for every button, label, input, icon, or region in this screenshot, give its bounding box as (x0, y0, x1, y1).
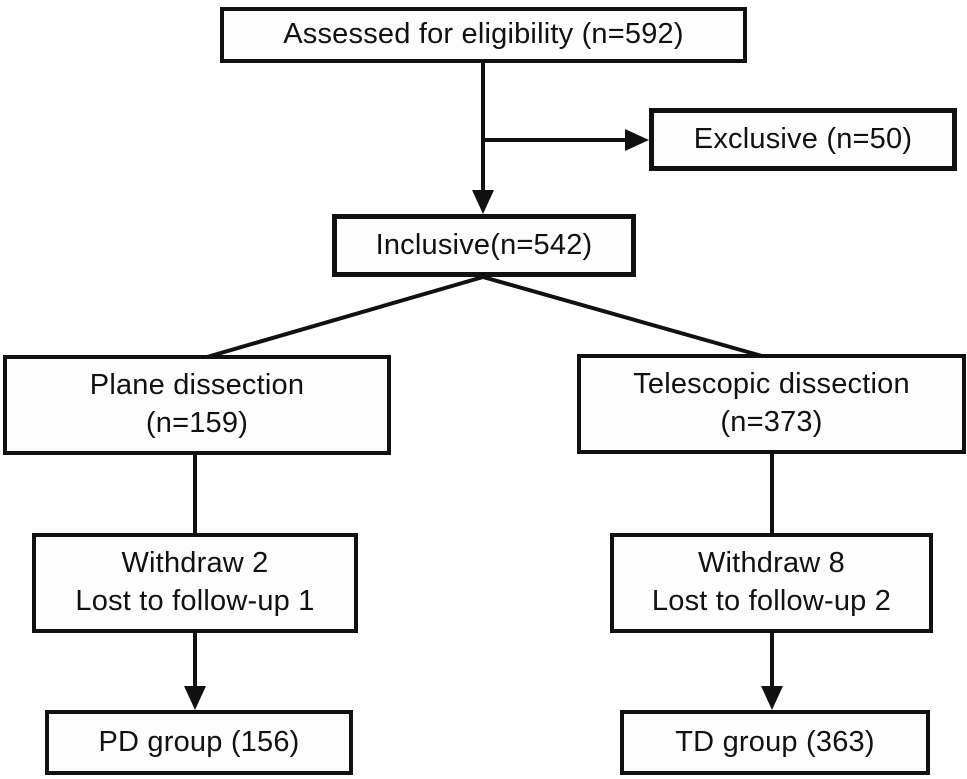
box-plane-dissection: Plane dissection (n=159) (3, 355, 391, 455)
box-assessed-for-eligibility: Assessed for eligibility (n=592) (220, 7, 747, 63)
box-withdraw-left-line2: Lost to follow-up 1 (75, 585, 315, 617)
box-withdraw-left-line1: Withdraw 2 (121, 547, 269, 580)
arrowhead-into-exclusive (625, 129, 649, 151)
box-telescopic-dissection: Telescopic dissection (n=373) (577, 354, 966, 454)
box-td-group: TD group (363) (620, 710, 930, 775)
box-withdraw-right-line1: Withdraw 8 (697, 547, 846, 580)
box-td-group-label: TD group (363) (675, 725, 875, 758)
box-telescopic-dissection-line1: Telescopic dissection (633, 368, 910, 401)
box-pd-group-label: PD group (156) (98, 725, 300, 758)
box-plane-dissection-line1: Plane dissection (89, 369, 305, 402)
line-inclusive-to-telescopic (482, 275, 763, 358)
box-withdraw-right-line2: Lost to follow-up 2 (651, 585, 892, 617)
arrowhead-into-inclusive (472, 190, 494, 214)
box-exclusive: Exclusive (n=50) (649, 108, 957, 171)
box-telescopic-dissection-line2: (n=373) (720, 406, 823, 438)
box-exclusive-label: Exclusive (n=50) (693, 122, 913, 155)
box-inclusive: Inclusive(n=542) (332, 214, 636, 277)
arrowhead-into-pd-group (184, 686, 206, 710)
box-assessed-label: Assessed for eligibility (n=592) (283, 18, 684, 51)
box-withdraw-left: Withdraw 2 Lost to follow-up 1 (32, 533, 358, 633)
line-inclusive-to-plane (206, 275, 484, 359)
box-inclusive-label: Inclusive(n=542) (375, 228, 593, 261)
box-plane-dissection-line2: (n=159) (145, 407, 249, 439)
box-withdraw-right: Withdraw 8 Lost to follow-up 2 (610, 533, 933, 633)
arrowhead-into-td-group (761, 686, 783, 710)
box-pd-group: PD group (156) (45, 710, 353, 775)
